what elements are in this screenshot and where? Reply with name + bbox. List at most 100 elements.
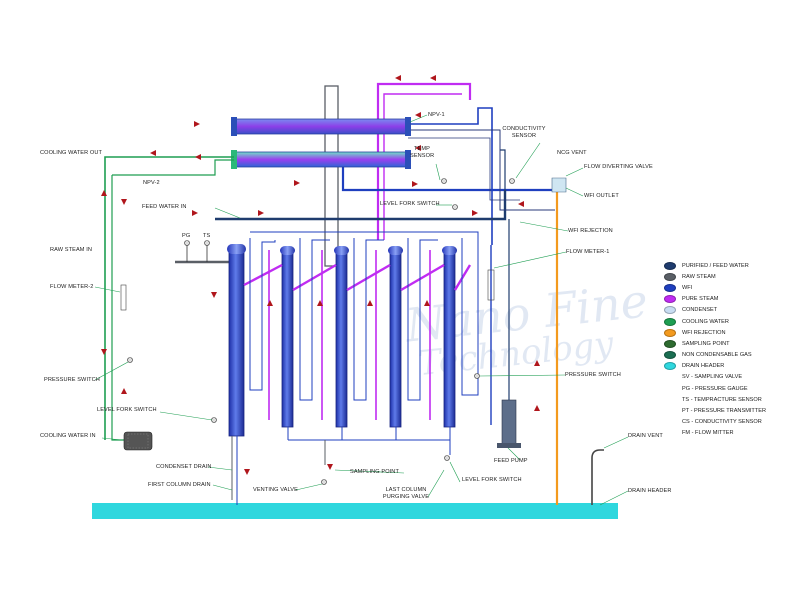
legend-swatch [664, 339, 676, 348]
pure-steam-inner-loop [383, 93, 462, 240]
label-flow-diverting-valve: FLOW DIVERTING VALVE [584, 164, 653, 170]
bottom-wfi-link [236, 427, 451, 505]
column-1-head [227, 244, 246, 254]
legend-abbreviation: FM - FLOW MITTER [664, 428, 794, 439]
raw-steam-stack [324, 85, 339, 267]
label-ts: TS [203, 233, 211, 239]
drain-header-pipe [92, 503, 618, 519]
pure-steam-transfer-3 [346, 263, 391, 292]
legend-label: CONDENSET [682, 307, 718, 314]
legend-swatch [664, 328, 676, 337]
cooling-water-link [112, 159, 234, 176]
label-first-column-drain: FIRST COLUMN DRAIN [148, 482, 211, 488]
legend-label: COOLING WATER [682, 318, 729, 325]
legend-label: PURE STEAM [682, 296, 719, 303]
legend-item: WFI REJECTION [664, 327, 794, 338]
legend-abbreviation-text: PT - PRESSURE TRANSMITTER [682, 408, 767, 415]
cooling-water-pump [123, 431, 153, 451]
legend-swatch [664, 306, 676, 315]
label-feed-water-in: FEED WATER IN [142, 204, 187, 210]
column-1 [228, 249, 245, 437]
pure-steam-transfer-2 [292, 263, 337, 292]
label-flow-meter-1: FLOW METER-1 [566, 249, 610, 255]
column-3-head [334, 246, 349, 255]
leader-lines [94, 114, 629, 506]
column-4-head [388, 246, 403, 255]
label-level-fork-switch-top: LEVEL FORK SWITCH [380, 201, 440, 207]
legend-abbreviation-text: CS - CONDUCTIVITY SENSOR [682, 419, 762, 426]
label-cooling-water-in: COOLING WATER IN [40, 433, 96, 439]
label-pressure-switch-right: PRESSURE SWITCH [565, 372, 621, 378]
legend-item: NON CONDENSABLE GAS [664, 350, 794, 361]
legend-label: NON CONDENSABLE GAS [682, 352, 752, 359]
legend-label: SAMPLING POINT [682, 340, 730, 347]
flow-meter-2 [120, 284, 127, 311]
label-wfi-rejection: WFI REJECTION [568, 228, 613, 234]
label-npv1: NPV-1 [428, 112, 445, 118]
legend-swatch [664, 261, 676, 270]
legend-abbreviation-text: PG - PRESSURE GAUGE [682, 385, 748, 392]
legend-abbreviation-text: SV - SAMPLING VALVE [682, 374, 743, 381]
legend-item: CONDENSET [664, 305, 794, 316]
label-npv2: NPV-2 [143, 180, 160, 186]
label-level-fork-switch-bottom: LEVEL FORK SWITCH [462, 477, 522, 483]
label-level-fork-switch-left: LEVEL FORK SWITCH [97, 407, 157, 413]
column-3 [335, 251, 348, 428]
flow-meter-1 [487, 269, 495, 301]
heat-exchanger-bottom [233, 151, 410, 168]
label-cooling-water-out: COOLING WATER OUT [40, 150, 102, 156]
label-drain-vent: DRAIN VENT [628, 433, 663, 439]
flow-diverting-valve [551, 177, 567, 193]
label-pressure-switch-left: PRESSURE SWITCH [44, 377, 100, 383]
column-4 [389, 251, 402, 428]
column-2 [281, 251, 294, 428]
drain-vent-pipe [591, 449, 604, 505]
legend-item: COOLING WATER [664, 316, 794, 327]
legend-item: SAMPLING POINT [664, 338, 794, 349]
legend-abbreviation: PT - PRESSURE TRANSMITTER [664, 405, 794, 416]
label-conductivity-sensor: CONDUCTIVITY SENSOR [502, 126, 546, 139]
legend-label: WFI REJECTION [682, 329, 726, 336]
legend-label: DRAIN HEADER [682, 363, 725, 370]
legend-swatch [664, 295, 676, 304]
label-temp-sensor: TEMP SENSOR [410, 146, 435, 159]
legend-label: RAW STEAM [682, 273, 716, 280]
label-sampling-point: SAMPLING POINT [350, 469, 399, 475]
label-venting-valve: VENTING VALVE [253, 487, 298, 493]
column-5-head [442, 246, 457, 255]
heat-exchanger-top [233, 118, 410, 135]
npv-line [408, 129, 555, 211]
legend-swatch [664, 317, 676, 326]
legend-abbreviation-text: FM - FLOW MITTER [682, 430, 734, 437]
legend-abbreviation: PG - PRESSURE GAUGE [664, 383, 794, 394]
label-nco-vent: NCG VENT [557, 150, 587, 156]
label-flow-meter-2: FLOW METER-2 [50, 284, 94, 290]
flow-arrows [101, 75, 540, 475]
label-raw-steam-in: RAW STEAM IN [50, 247, 93, 253]
cond-line [408, 137, 520, 201]
legend-item: RAW STEAM [664, 271, 794, 282]
legend: PURIFIED / FEED WATER RAW STEAM WFI PURE ST… [664, 260, 794, 439]
wfi-loop-2 [299, 238, 330, 401]
wfi-top-line [408, 107, 493, 245]
wfi-loop-3 [353, 238, 384, 401]
label-feed-pump: FEED PUMP [494, 458, 528, 464]
legend-swatch [664, 362, 676, 371]
pure-steam-risers [268, 250, 431, 420]
legend-abbreviation: SV - SAMPLING VALVE [664, 372, 794, 383]
heat-exchanger-top-cap-r [405, 117, 411, 136]
cooling-water-out-line [104, 156, 234, 440]
valve-symbols [127, 178, 515, 485]
feed-water-line-2 [500, 149, 506, 219]
legend-item: DRAIN HEADER [664, 361, 794, 372]
legend-item: WFI [664, 282, 794, 293]
feed-pump-base [497, 443, 521, 448]
feed-pump-body [501, 399, 517, 446]
legend-swatch [664, 283, 676, 292]
legend-label: PURIFIED / FEED WATER [682, 262, 749, 269]
wfi-loop-1 [249, 238, 276, 391]
wfi-loop-4 [407, 238, 438, 401]
legend-swatch [664, 272, 676, 281]
